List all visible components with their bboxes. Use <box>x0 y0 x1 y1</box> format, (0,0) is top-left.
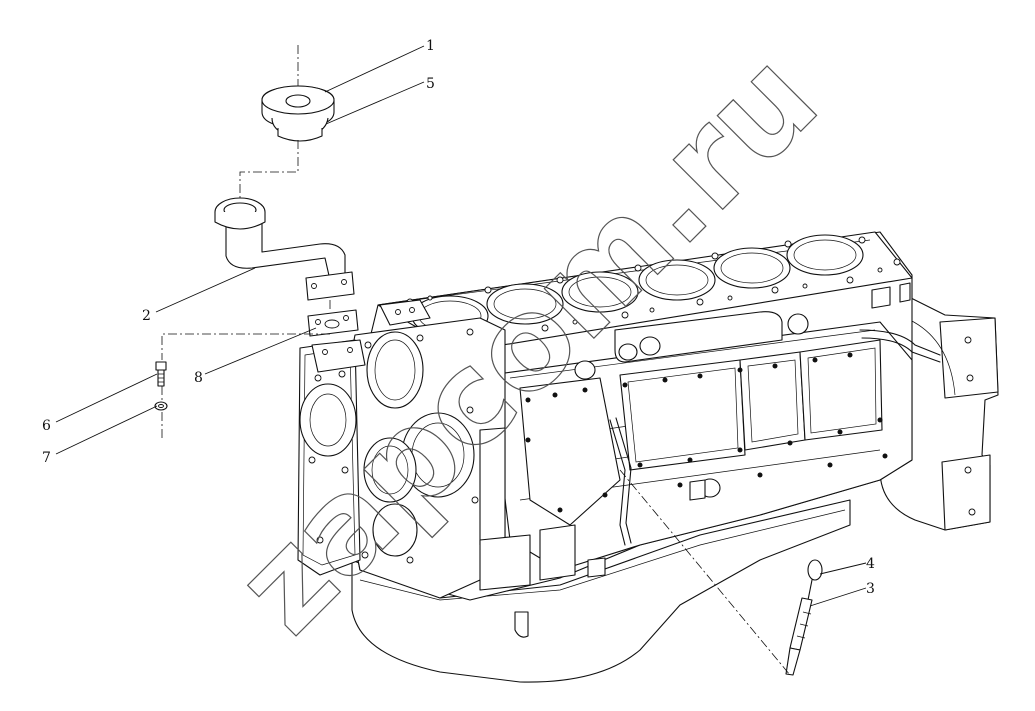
callout-leaders <box>55 45 867 607</box>
assembly-centerlines <box>161 45 791 676</box>
front-cover-openings <box>299 331 475 557</box>
callout-8: 8 <box>194 370 203 386</box>
side-cover-bolts <box>525 352 888 513</box>
side-cover-plates <box>519 339 883 526</box>
washer <box>154 401 168 411</box>
callout-7: 7 <box>42 450 51 466</box>
callout-5: 5 <box>426 76 435 92</box>
filler-neck-gasket <box>307 309 359 337</box>
oil-filler-neck <box>214 197 355 301</box>
oil-dipstick <box>785 559 823 676</box>
callout-labels: 1 5 2 8 6 7 4 3 <box>42 38 875 597</box>
callout-6: 6 <box>42 418 51 434</box>
bolt <box>155 361 167 387</box>
callout-3: 3 <box>866 581 875 597</box>
callout-2: 2 <box>142 308 151 324</box>
callout-1: 1 <box>426 38 435 54</box>
engine-block <box>297 231 999 683</box>
callout-4: 4 <box>866 556 875 572</box>
oil-filler-cap <box>261 85 335 142</box>
